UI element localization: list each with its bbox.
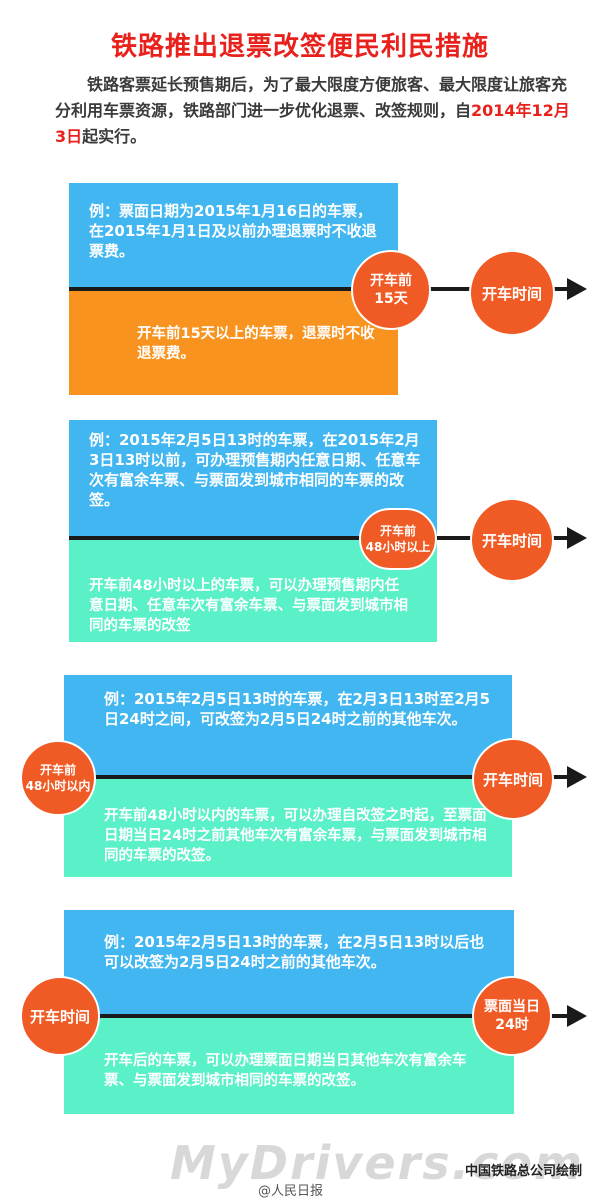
section-1-arrowhead	[567, 278, 587, 300]
section-4-rule: 开车后的车票，可以办理票面日期当日其他车次有富余车票、与票面发到城市相同的车票的…	[64, 1018, 514, 1114]
section-3-example: 例：2015年2月5日13时的车票，在2月3日13时至2月5日24时之间，可改签…	[64, 675, 512, 777]
section-1-end-circle: 开车时间	[469, 250, 555, 336]
section-4-end-circle: 票面当日 24时	[472, 976, 552, 1056]
section-2-rule: 开车前48小时以上的车票，可以办理预售期内任意日期、任意车次有富余车票、与票面发…	[69, 540, 437, 642]
section-2-start-circle: 开车前 48小时以上	[359, 508, 437, 570]
page-title: 铁路推出退票改签便民利民措施	[110, 32, 489, 62]
section-3-end-circle: 开车时间	[472, 738, 554, 820]
section-4-arrowhead	[567, 1005, 587, 1027]
intro-date: 2014年12月3日	[55, 101, 570, 146]
intro-paragraph: 铁路客票延长预售期后，为了最大限度方便旅客、最大限度让旅客充分利用车票资源，铁路…	[55, 72, 575, 150]
section-2-end-circle: 开车时间	[470, 498, 554, 582]
section-3-start-circle: 开车前 48小时以内	[20, 740, 96, 816]
section-1-start-circle: 开车前 15天	[351, 250, 431, 330]
watermark: MyDrivers.com	[170, 1136, 584, 1190]
section-4-start-circle: 开车时间	[20, 976, 100, 1056]
section-1-example: 例：票面日期为2015年1月16日的车票，在2015年1月1日及以前办理退票时不…	[69, 183, 398, 289]
section-1-timeline	[69, 287, 569, 291]
credit-label: 中国铁路总公司绘制	[464, 1164, 582, 1179]
section-3-rule: 开车前48小时以内的车票，可以办理自改签之时起，至票面日期当日24时之前其他车次…	[64, 779, 512, 877]
section-3-timeline	[64, 775, 569, 779]
section-4-example: 例：2015年2月5日13时的车票，在2月5日13时以后也可以改签为2月5日24…	[64, 910, 514, 1016]
source-label: @人民日报	[258, 1184, 324, 1199]
intro-suffix: 起实行。	[82, 127, 147, 146]
section-4-timeline	[64, 1014, 569, 1018]
section-3-arrowhead	[567, 766, 587, 788]
section-1-rule: 开车前15天以上的车票，退票时不收退票费。	[69, 291, 398, 395]
section-2-timeline	[69, 536, 569, 540]
section-2-arrowhead	[567, 527, 587, 549]
intro-text: 铁路客票延长预售期后，为了最大限度方便旅客、最大限度让旅客充分利用车票资源，铁路…	[55, 75, 568, 120]
